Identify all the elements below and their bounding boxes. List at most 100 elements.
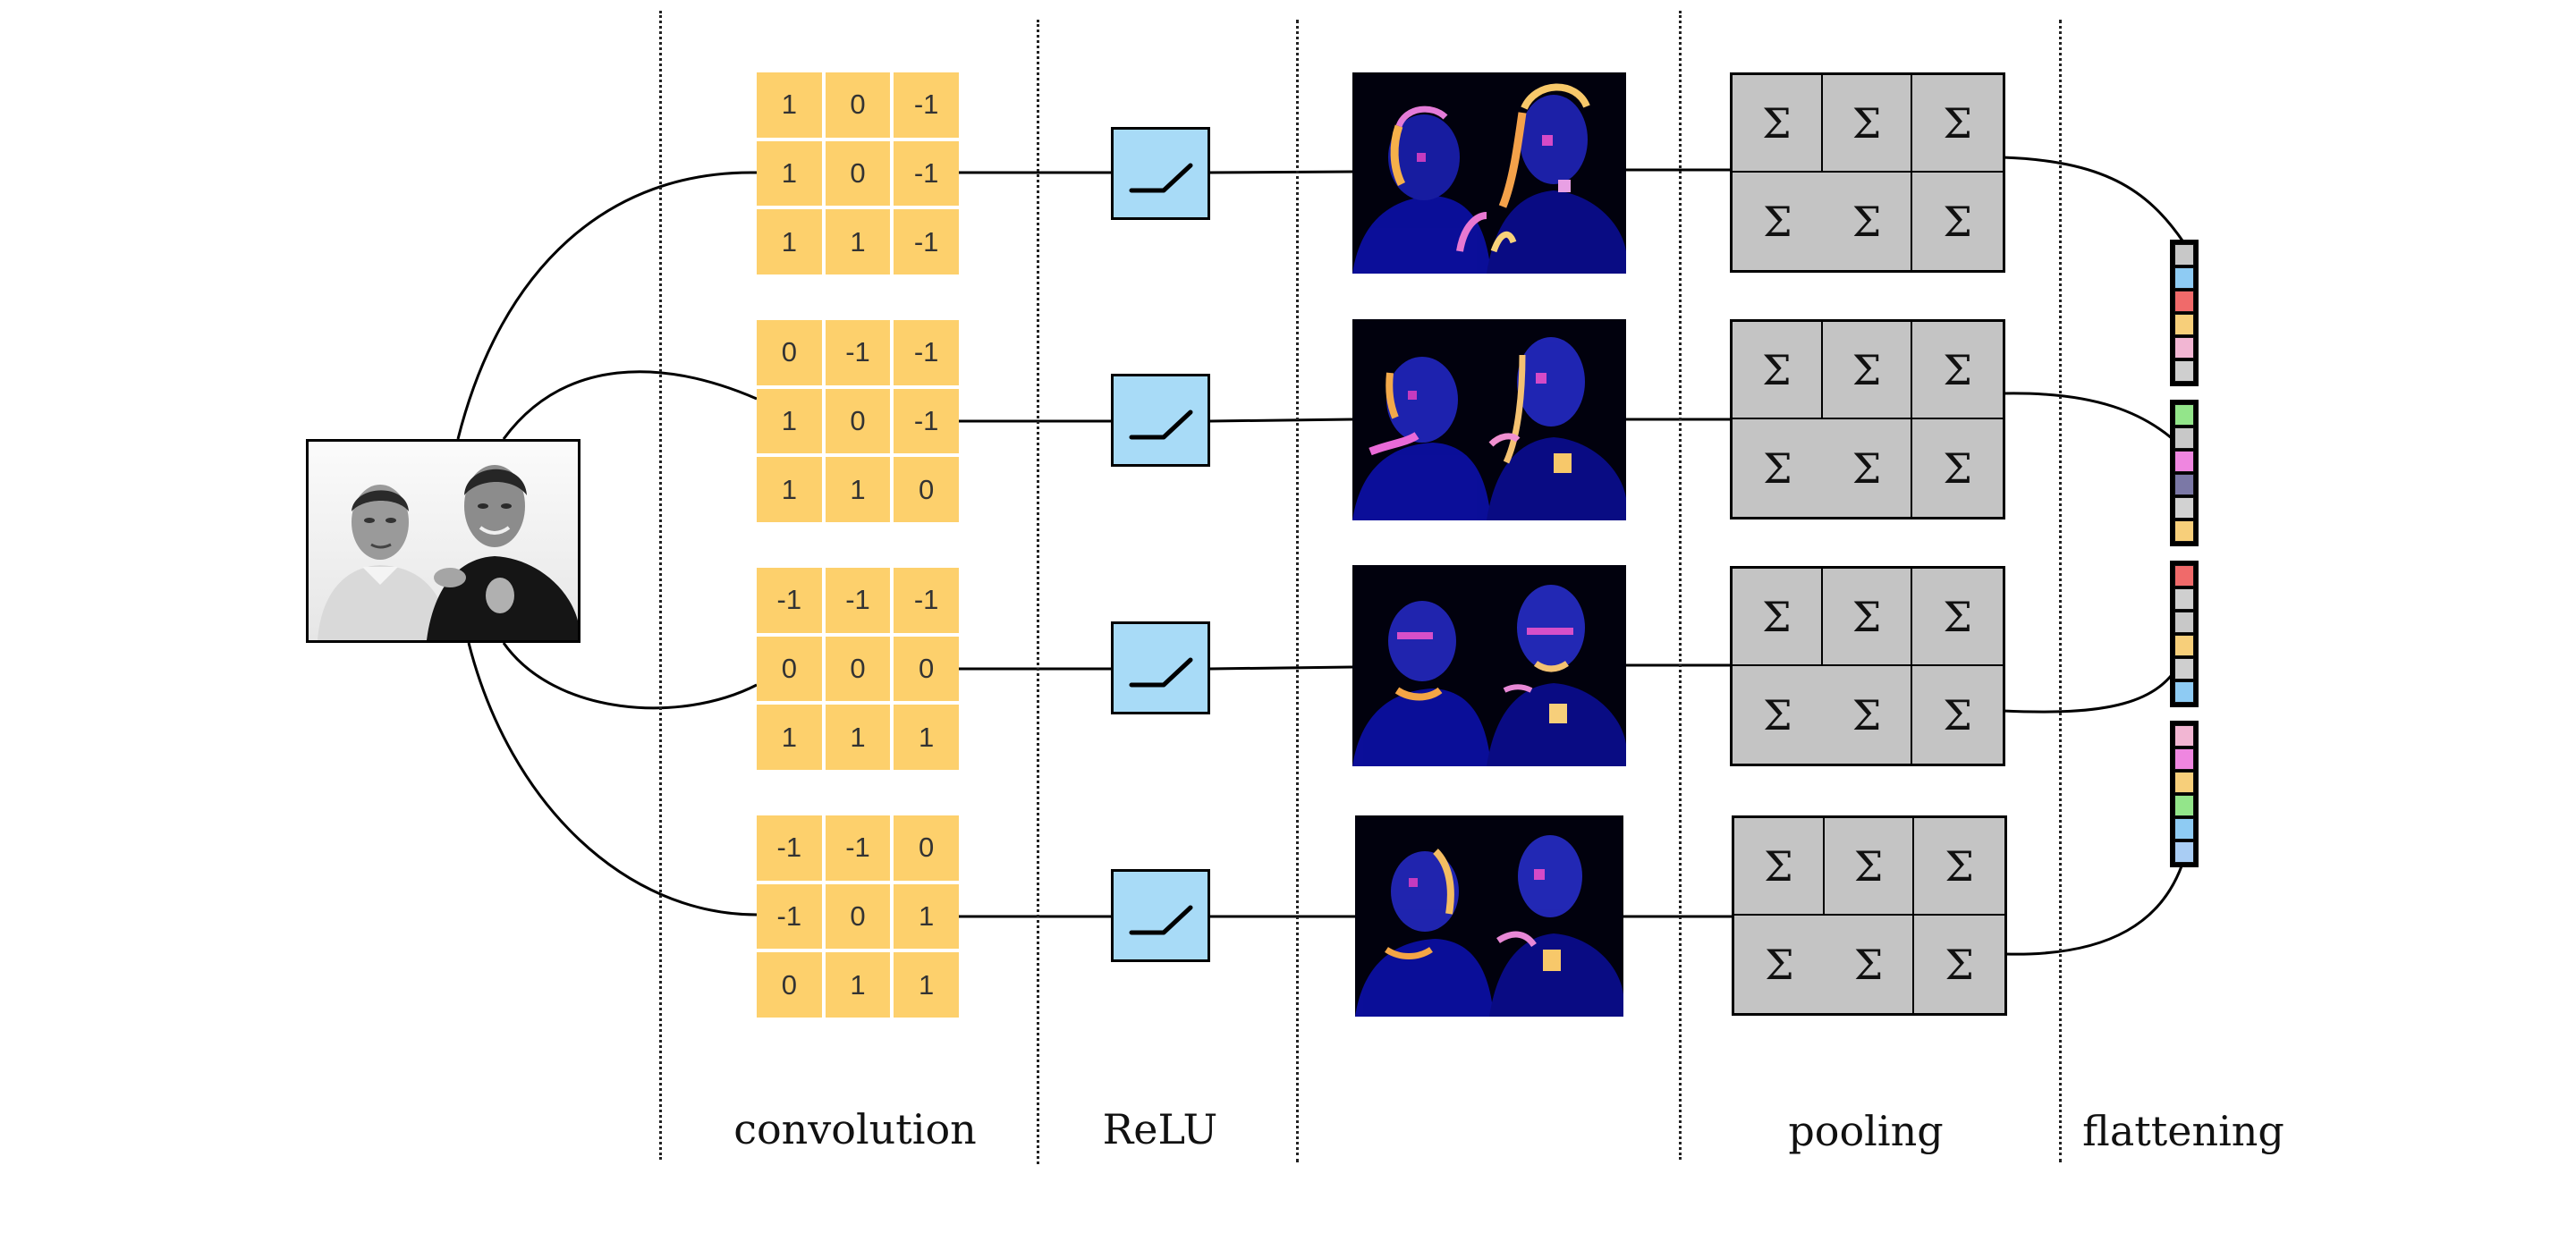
wire-relu-map-1 bbox=[1209, 170, 1353, 174]
kernel-cell: 1 bbox=[894, 883, 959, 950]
feature-map-3 bbox=[1352, 565, 1626, 766]
wire-pool-vector-1 bbox=[2002, 156, 2186, 244]
feature-map-image bbox=[1355, 835, 1623, 1017]
sum-cell: Σ bbox=[1823, 419, 1913, 517]
wire-pool-vector-3 bbox=[2002, 652, 2186, 714]
vector-cell bbox=[2174, 244, 2194, 266]
relu-box-1 bbox=[1111, 127, 1210, 220]
feature-map-4 bbox=[1355, 815, 1623, 1017]
kernel-cell: -1 bbox=[825, 568, 891, 633]
separator-2 bbox=[1037, 20, 1039, 1164]
kernel-3: -1 -1 -1 0 0 0 1 1 1 bbox=[757, 568, 959, 770]
pooling-grid-3: Σ Σ Σ Σ Σ Σ bbox=[1730, 566, 2005, 766]
vector-cell bbox=[2174, 497, 2194, 519]
vector-cell bbox=[2174, 520, 2194, 542]
kernel-cell: 1 bbox=[894, 705, 959, 770]
vector-cell bbox=[2174, 267, 2194, 289]
flattened-vector-2 bbox=[2170, 400, 2199, 546]
kernel-cell: -1 bbox=[894, 568, 959, 633]
kernel-cell: -1 bbox=[757, 883, 822, 950]
kernel-cell: 0 bbox=[825, 636, 891, 702]
vector-cell bbox=[2174, 291, 2194, 312]
sum-cell: Σ bbox=[1943, 443, 1972, 493]
kernel-cell: -1 bbox=[894, 388, 959, 454]
input-photo-image bbox=[309, 442, 578, 640]
vector-cell bbox=[2174, 612, 2194, 633]
vector-cell bbox=[2174, 588, 2194, 610]
vector-cell bbox=[2174, 404, 2194, 426]
relu-box-3 bbox=[1111, 621, 1210, 714]
flattened-vector-4 bbox=[2170, 721, 2199, 867]
sum-cell: Σ bbox=[1763, 443, 1792, 493]
relu-box-2 bbox=[1111, 374, 1210, 467]
relu-icon bbox=[1129, 657, 1193, 688]
kernel-cell: 0 bbox=[894, 815, 959, 881]
kernel-cell: -1 bbox=[894, 209, 959, 274]
feature-map-2 bbox=[1352, 319, 1626, 520]
kernel-2: 0 -1 -1 1 0 -1 1 1 0 bbox=[757, 320, 959, 522]
kernel-cell: 1 bbox=[757, 388, 822, 454]
kernel-cell: 0 bbox=[757, 636, 822, 702]
vector-cell bbox=[2174, 360, 2194, 382]
wire-photo-kernel-3 bbox=[502, 642, 758, 710]
feature-map-image bbox=[1352, 337, 1626, 520]
sum-cell: Σ bbox=[1823, 666, 1913, 764]
feature-map-image bbox=[1352, 585, 1626, 766]
kernel-cell: 0 bbox=[825, 388, 891, 454]
vector-cell bbox=[2174, 427, 2194, 449]
kernel-cell: -1 bbox=[825, 320, 891, 385]
sum-cell: Σ bbox=[1943, 690, 1972, 739]
vector-cell bbox=[2174, 681, 2194, 703]
vector-cell bbox=[2174, 337, 2194, 359]
sum-cell: Σ bbox=[1763, 690, 1792, 739]
kernel-cell: 1 bbox=[757, 705, 822, 770]
sum-cell: Σ bbox=[1733, 569, 1823, 666]
sum-cell: Σ bbox=[1945, 940, 1974, 989]
kernel-cell: 1 bbox=[757, 209, 822, 274]
wire-photo-kernel-2 bbox=[502, 370, 758, 440]
feature-map-1 bbox=[1352, 72, 1626, 274]
sum-cell: Σ bbox=[1912, 322, 2003, 419]
vector-cell bbox=[2174, 841, 2194, 863]
sum-cell: Σ bbox=[1912, 569, 2003, 666]
sum-cell: Σ bbox=[1825, 916, 1915, 1013]
kernel-cell: -1 bbox=[825, 815, 891, 881]
sum-cell: Σ bbox=[1822, 322, 1913, 419]
kernel-cell: 1 bbox=[757, 457, 822, 522]
kernel-cell: 1 bbox=[825, 209, 891, 274]
wire-photo-kernel-4 bbox=[467, 642, 758, 916]
wire-pool-vector-4 bbox=[2004, 857, 2186, 956]
kernel-cell: -1 bbox=[757, 815, 822, 881]
kernel-cell: 1 bbox=[757, 72, 822, 138]
wire-pool-vector-2 bbox=[2002, 392, 2186, 452]
wire-relu-map-3 bbox=[1209, 665, 1353, 671]
sum-cell: Σ bbox=[1943, 197, 1972, 246]
vector-cell bbox=[2174, 795, 2194, 816]
separator-4 bbox=[1679, 11, 1682, 1160]
sum-cell: Σ bbox=[1763, 197, 1792, 246]
sum-cell: Σ bbox=[1733, 322, 1823, 419]
kernel-cell: -1 bbox=[894, 320, 959, 385]
kernel-1: 1 0 -1 1 0 -1 1 1 -1 bbox=[757, 72, 959, 274]
vector-cell bbox=[2174, 451, 2194, 472]
wire-relu-map-2 bbox=[1209, 418, 1353, 423]
vector-cell bbox=[2174, 565, 2194, 587]
kernel-cell: 1 bbox=[894, 952, 959, 1018]
kernel-cell: -1 bbox=[894, 140, 959, 207]
relu-box-4 bbox=[1111, 869, 1210, 962]
relu-icon bbox=[1129, 410, 1193, 440]
kernel-cell: -1 bbox=[894, 72, 959, 138]
pooling-grid-1: Σ Σ Σ Σ Σ Σ bbox=[1730, 72, 2005, 273]
vector-cell bbox=[2174, 658, 2194, 680]
relu-icon bbox=[1129, 905, 1193, 935]
sum-cell: Σ bbox=[1734, 818, 1825, 916]
vector-cell bbox=[2174, 725, 2194, 747]
input-photo bbox=[306, 439, 580, 643]
stage-label-convolution: convolution bbox=[733, 1105, 977, 1153]
kernel-cell: 0 bbox=[825, 140, 891, 207]
kernel-cell: 0 bbox=[757, 320, 822, 385]
separator-1 bbox=[659, 11, 662, 1160]
stage-label-pooling: pooling bbox=[1788, 1107, 1944, 1155]
